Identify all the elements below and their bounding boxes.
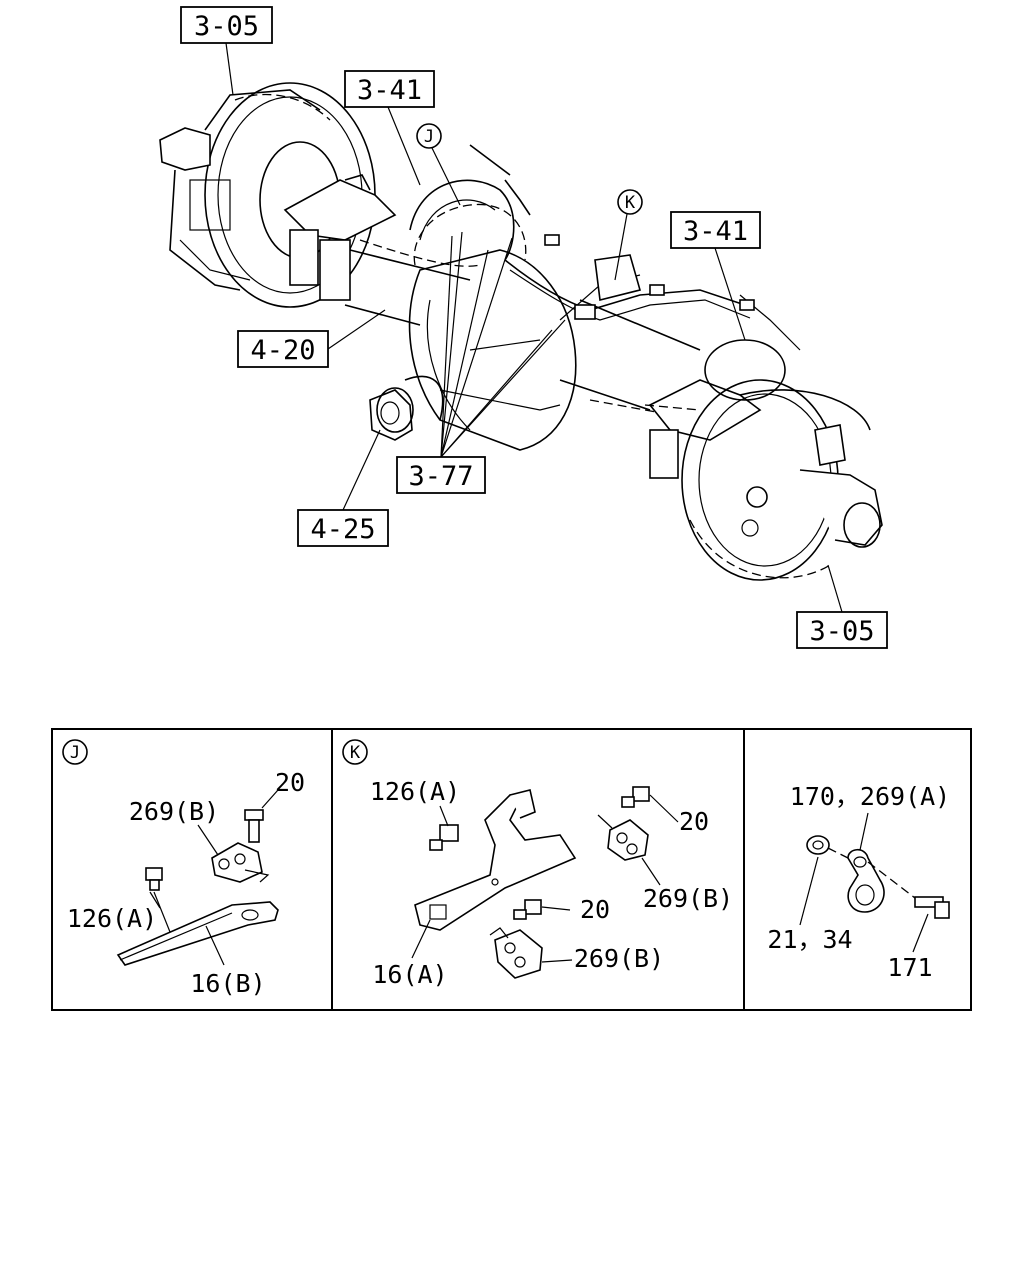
detail-k-marker: K	[350, 743, 361, 763]
differential-carrier	[408, 203, 577, 451]
bolt-20-top-shape	[621, 786, 650, 808]
right-brake-drum	[681, 339, 883, 581]
ref-label-pipe-right: 3-41	[670, 211, 761, 341]
bracket-16a-shape	[414, 794, 577, 931]
detail-callout-k: K	[614, 189, 643, 281]
ref-label-text: 3-05	[194, 11, 259, 42]
clip-170-269a-shape	[847, 848, 885, 913]
ref-label-brake-right: 3-05	[796, 564, 888, 649]
bracket-16b-shape	[116, 901, 279, 966]
part-label-269b-bottom: 269(B)	[574, 944, 664, 973]
ref-label-text: 4-25	[310, 514, 375, 545]
part-label-269b-top: 269(B)	[643, 884, 733, 913]
part-label-126a: 126(A)	[67, 904, 157, 933]
part-label-21-34: 21，34	[767, 925, 852, 954]
part-label-16a: 16(A)	[372, 960, 447, 989]
detail-clip-panel: 170，269(A) 21，34 171	[767, 782, 950, 982]
detail-k-panel: K 126(A) 20 26	[342, 739, 733, 989]
detail-j-marker: J	[70, 743, 80, 763]
ref-label-text: 3-77	[408, 461, 473, 492]
ref-label-text: 3-05	[809, 616, 874, 647]
part-label-170-269a: 170，269(A)	[790, 782, 950, 811]
bolt-20-shape	[244, 809, 264, 843]
ref-label-axle-housing: 4-20	[237, 309, 386, 368]
part-label-269b: 269(B)	[129, 797, 219, 826]
nut-21-34-shape	[806, 835, 830, 855]
ref-label-pinion-flange: 4-25	[297, 429, 389, 547]
part-label-171: 171	[887, 953, 932, 982]
brake-pipes	[409, 144, 801, 351]
bolt-126a-k-shape	[429, 824, 459, 851]
ref-label-brake-left: 3-05	[180, 6, 273, 96]
left-spring-seat	[283, 174, 397, 301]
ref-label-clips: 3-77	[396, 231, 566, 494]
part-label-20-mid: 20	[580, 895, 610, 924]
part-label-126a-k: 126(A)	[370, 777, 460, 806]
rear-axle-assembly-drawing	[159, 82, 883, 581]
detail-callout-j: J	[416, 123, 461, 206]
bolt-20-mid-shape	[513, 899, 542, 920]
callout-letter: J	[424, 127, 434, 147]
ref-label-text: 3-41	[357, 75, 422, 106]
ref-label-pipe-left: 3-41	[344, 70, 435, 186]
bolt-171-shape	[914, 896, 950, 919]
left-brake-drum	[159, 82, 376, 308]
part-label-16b: 16(B)	[190, 969, 265, 998]
clip-269b-bottom-shape	[494, 929, 543, 979]
callout-letter: K	[625, 193, 636, 213]
detail-j-panel: J 20 269(B) 126(A) 16(B)	[62, 739, 305, 998]
bolt-126a-shape	[145, 867, 163, 891]
ref-label-text: 4-20	[250, 335, 315, 366]
pinion-flange	[369, 375, 444, 441]
detail-panels-frame	[51, 728, 972, 1011]
part-label-20: 20	[275, 768, 305, 797]
ref-label-text: 3-41	[683, 216, 748, 247]
clip-269b-top-shape	[607, 819, 649, 861]
part-label-20-top: 20	[679, 807, 709, 836]
